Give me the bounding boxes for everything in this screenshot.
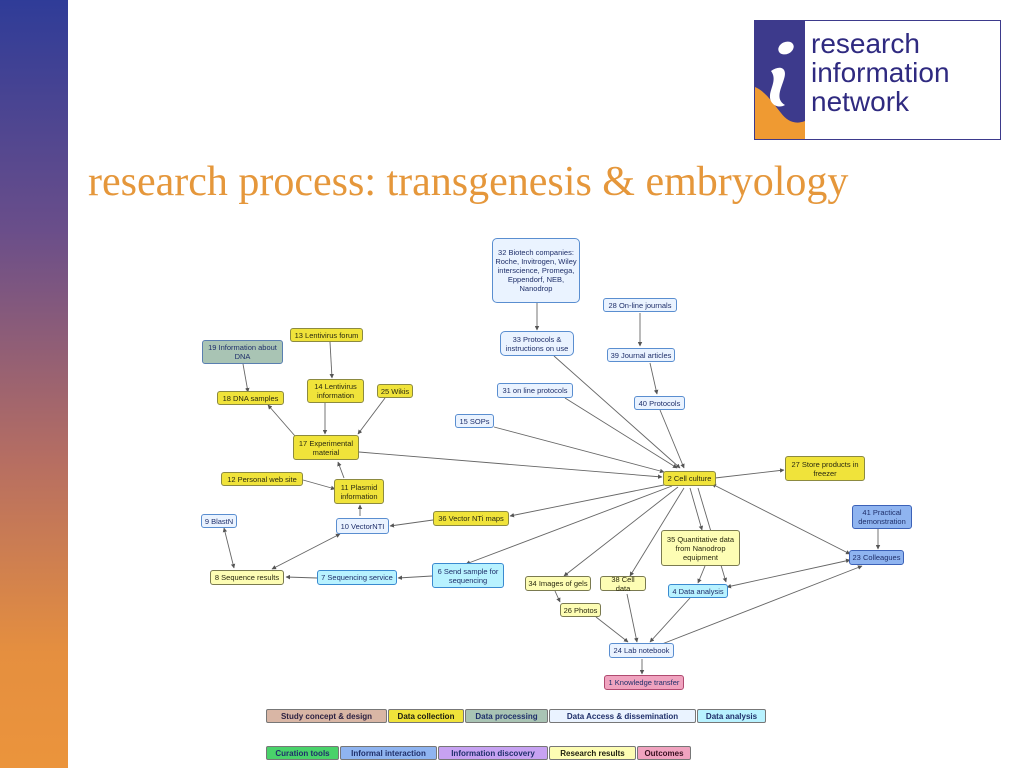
node-images-of-gels: 34 Images of gels [525, 576, 591, 591]
node-knowledge-transfer: 1 Knowledge transfer [604, 675, 684, 690]
node-blastn: 9 BlastN [201, 514, 237, 528]
legend-data-access-dissemination: Data Access & dissemination [549, 709, 696, 723]
legend-informal-interaction: Informal interaction [340, 746, 437, 760]
logo-line-2: information [811, 57, 950, 88]
legend-information-discovery: Information discovery [438, 746, 548, 760]
node-experimental-material: 17 Experimental material [293, 435, 359, 460]
node-online-protocols: 31 on line protocols [497, 383, 573, 398]
node-wikis: 25 Wikis [377, 384, 413, 398]
node-biotech-companies: 32 Biotech companies: Roche, Invitrogen,… [492, 238, 580, 303]
legend-study-concept-design: Study concept & design [266, 709, 387, 723]
node-plasmid-information: 11 Plasmid information [334, 479, 384, 504]
node-lab-notebook: 24 Lab notebook [609, 643, 674, 658]
legend-curation-tools: Curation tools [266, 746, 339, 760]
node-data-analysis: 4 Data analysis [668, 584, 728, 598]
node-colleagues: 23 Colleagues [849, 550, 904, 565]
slide-title: research process: transgenesis & embryol… [88, 159, 849, 205]
node-information-about-dna: 19 Information about DNA [202, 340, 283, 364]
node-dna-samples: 18 DNA samples [217, 391, 284, 405]
node-protocols-instructions: 33 Protocols & instructions on use [500, 331, 574, 356]
node-journal-articles: 39 Journal articles [607, 348, 675, 362]
node-vectornti: 10 VectorNTI [336, 518, 389, 534]
legend-data-processing: Data processing [465, 709, 548, 723]
legend-data-analysis: Data analysis [697, 709, 766, 723]
node-protocols: 40 Protocols [634, 396, 685, 410]
node-online-journals: 28 On-line journals [603, 298, 677, 312]
node-quantitative-data: 35 Quantitative data from Nanodrop equip… [661, 530, 740, 566]
logo-line-3: network [811, 86, 910, 117]
node-cell-culture: 2 Cell culture [663, 471, 716, 486]
logo-wordmark: research information network [811, 29, 950, 116]
node-sequencing-service: 7 Sequencing service [317, 570, 397, 585]
node-cell-data: 38 Cell data [600, 575, 646, 593]
node-sequence-results: 8 Sequence results [210, 570, 284, 585]
node-store-products: 27 Store products in freezer [785, 456, 865, 481]
node-personal-web-site: 12 Personal web site [221, 472, 303, 486]
legend-research-results: Research results [549, 746, 636, 760]
node-lentivirus-information: 14 Lentivirus information [307, 379, 364, 403]
legend-outcomes: Outcomes [637, 746, 691, 760]
node-send-sample-sequencing: 6 Send sample for sequencing [432, 563, 504, 588]
node-practical-demonstration: 41 Practical demonstration [852, 505, 912, 529]
node-sops: 15 SOPs [455, 414, 494, 428]
rin-logo: research information network [754, 20, 1001, 140]
node-vector-nti-maps: 36 Vector NTi maps [433, 511, 509, 526]
legend-data-collection: Data collection [388, 709, 464, 723]
logo-i-mark [755, 21, 805, 139]
logo-line-1: research [811, 28, 920, 59]
decorative-gradient-sidebar [0, 0, 68, 768]
node-photos: 26 Photos [560, 603, 601, 617]
node-lentivirus-forum: 13 Lentivirus forum [290, 328, 363, 342]
